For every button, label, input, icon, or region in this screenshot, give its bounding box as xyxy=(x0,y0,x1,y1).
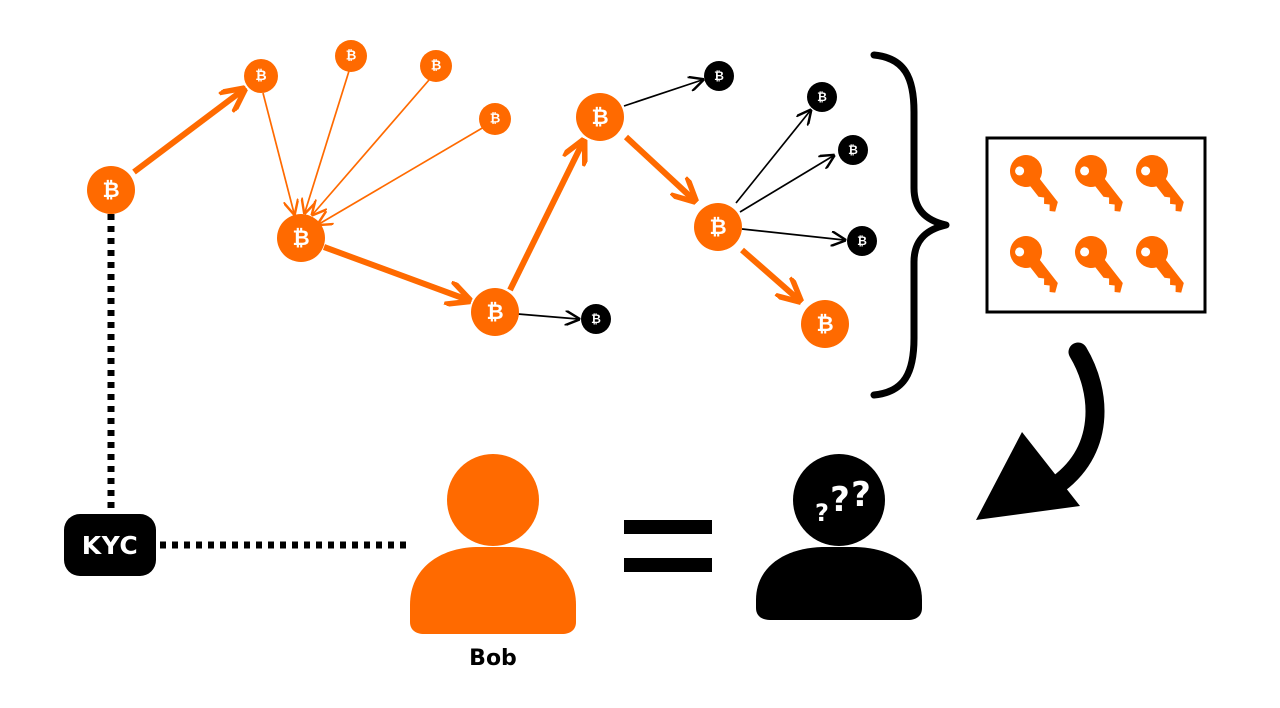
bitcoin-coin-icon: ₿ xyxy=(277,214,325,262)
bitcoin-coin-icon: ₿ xyxy=(87,166,135,214)
bitcoin-coin-icon: ₿ xyxy=(694,203,742,251)
kyc-label: KYC xyxy=(81,530,139,560)
unknown-person-icon: ? ? ? xyxy=(756,454,922,620)
key-icon xyxy=(1010,155,1058,212)
coin-symbol: ₿ xyxy=(431,59,442,74)
coin-symbol: ₿ xyxy=(346,49,357,64)
question-mark: ? xyxy=(830,480,850,520)
coin-symbol: ₿ xyxy=(591,312,601,326)
equals-icon xyxy=(624,520,712,572)
bitcoin-coin-icon: ₿ xyxy=(479,103,511,135)
input-arrow xyxy=(262,92,294,213)
input-arrow xyxy=(319,126,485,224)
input-arrow xyxy=(313,79,430,214)
keys-grid xyxy=(1010,155,1184,293)
bitcoin-coin-icon: ₿ xyxy=(581,304,611,334)
curved-arrow-icon xyxy=(976,342,1105,520)
bitcoin-coin-icon: ₿ xyxy=(244,59,278,93)
bitcoin-coin-icon: ₿ xyxy=(838,135,868,165)
bitcoin-coin-icon: ₿ xyxy=(847,226,877,256)
output-arrow xyxy=(517,314,578,319)
coin-symbol: ₿ xyxy=(591,105,608,129)
coin-symbol: ₿ xyxy=(709,215,726,239)
person-name-label: Bob xyxy=(469,646,517,671)
key-icon xyxy=(1010,236,1058,293)
output-arrow xyxy=(741,228,844,240)
output-arrow xyxy=(623,80,702,107)
coin-symbol: ₿ xyxy=(255,68,266,84)
bitcoin-coin-icon: ₿ xyxy=(420,50,452,82)
key-icon xyxy=(1075,155,1123,212)
key-icon xyxy=(1136,236,1184,293)
coin-symbol: ₿ xyxy=(817,90,827,104)
person-icon xyxy=(410,454,576,634)
bitcoin-coin-icon: ₿ xyxy=(801,300,849,348)
coin-symbol: ₿ xyxy=(714,69,724,83)
coin-symbol: ₿ xyxy=(857,234,867,248)
flow-arrow xyxy=(740,247,799,300)
flow-arrow xyxy=(132,90,243,175)
bitcoin-coin-icon: ₿ xyxy=(576,93,624,141)
bitcoin-coin-icon: ₿ xyxy=(471,288,519,336)
bitcoin-coin-icon: ₿ xyxy=(807,82,837,112)
coin-symbol: ₿ xyxy=(848,143,858,157)
flow-arrow xyxy=(507,142,583,292)
flow-arrow xyxy=(623,134,694,200)
question-mark: ? xyxy=(815,499,829,527)
curly-brace-icon xyxy=(870,51,950,399)
coin-symbol: ₿ xyxy=(816,312,833,336)
input-arrow xyxy=(305,70,350,212)
output-arrow xyxy=(735,111,810,204)
question-mark: ? xyxy=(851,475,871,515)
coin-symbol: ₿ xyxy=(292,226,309,250)
key-icon xyxy=(1136,155,1184,212)
bitcoin-coin-icon: ₿ xyxy=(704,61,734,91)
key-icon xyxy=(1075,236,1123,293)
coin-symbol: ₿ xyxy=(490,112,501,127)
bitcoin-coin-icon: ₿ xyxy=(335,40,367,72)
coin-symbol: ₿ xyxy=(102,178,119,202)
kyc-badge: KYC xyxy=(64,514,156,576)
output-arrow xyxy=(739,156,833,213)
coin-symbol: ₿ xyxy=(486,300,503,324)
flow-arrow xyxy=(322,244,468,300)
